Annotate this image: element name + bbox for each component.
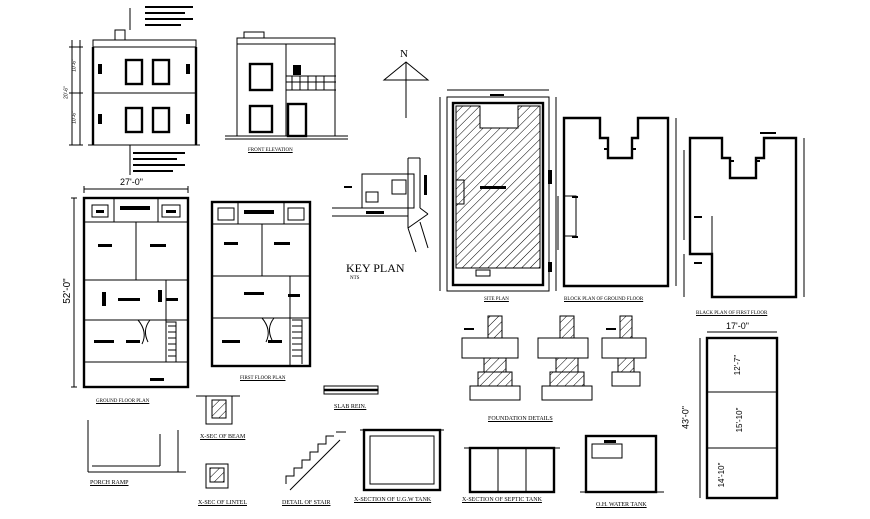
plot-width-dimension: 27'-0" bbox=[120, 177, 143, 187]
beam-section bbox=[196, 395, 240, 425]
ugw-tank-caption: X-SECTION OF U.G.W TANK bbox=[354, 497, 432, 503]
porch-ramp-caption: PORCH RAMP bbox=[90, 480, 129, 486]
block-plan-first-floor bbox=[683, 132, 805, 299]
ugw-tank-section bbox=[360, 428, 444, 492]
slab-reinforcement bbox=[323, 385, 379, 395]
stair-detail-caption: DETAIL OF STAIR bbox=[282, 500, 331, 506]
foundation-details bbox=[461, 315, 647, 401]
ground-floor-plan bbox=[71, 186, 190, 389]
septic-tank-section bbox=[464, 446, 560, 494]
site-plan-caption: SITE PLAN bbox=[484, 297, 509, 302]
beam-section-caption: X-SEC OF BEAM bbox=[200, 434, 246, 440]
slab-rein-caption: SLAB REIN. bbox=[334, 404, 367, 410]
tank-depth-dimension: 43'-0" bbox=[680, 406, 691, 429]
site-plan bbox=[439, 89, 557, 292]
elevation-upper-dimension: 10'-6" bbox=[71, 59, 78, 72]
lintel-section-caption: X-SEC OF LINTEL bbox=[198, 500, 247, 506]
north-arrow bbox=[382, 61, 430, 118]
front-elevation-caption: FRONT ELEVATION bbox=[248, 148, 293, 153]
partition-top-dimension: 12'-7" bbox=[733, 354, 742, 376]
partition-bottom-dimension: 14'-10" bbox=[717, 462, 726, 488]
plot-depth-dimension: 52'-0" bbox=[62, 278, 73, 304]
key-plan-scale: NTS bbox=[350, 276, 360, 281]
porch-ramp bbox=[87, 420, 186, 473]
foundation-details-caption: FOUNDATION DETAILS bbox=[488, 416, 553, 422]
elevation-total-dimension: 20'-6" bbox=[63, 86, 70, 99]
block-plan-first-caption: BLACK PLAN OF FIRST FLOOR bbox=[696, 311, 768, 316]
oh-water-tank-section bbox=[580, 434, 664, 494]
partition-mid-dimension: 15'-10" bbox=[735, 407, 744, 433]
front-elevation bbox=[225, 31, 348, 140]
key-plan-title: KEY PLAN bbox=[346, 261, 405, 275]
first-floor-plan bbox=[210, 200, 312, 368]
first-floor-plan-caption: FIRST FLOOR PLAN bbox=[240, 376, 286, 381]
key-plan-drawing bbox=[332, 157, 429, 253]
side-elevation bbox=[69, 6, 200, 175]
lintel-section bbox=[205, 463, 229, 489]
elevation-lower-dimension: 10'-6" bbox=[71, 111, 78, 124]
tank-width-dimension: 17'-0" bbox=[726, 321, 749, 331]
stair-detail bbox=[285, 431, 346, 491]
ground-floor-plan-caption: GROUND FLOOR PLAN bbox=[96, 399, 150, 404]
block-plan-ground-floor bbox=[557, 116, 677, 288]
septic-tank-caption: X-SECTION OF SEPTIC TANK bbox=[462, 497, 542, 503]
block-plan-ground-caption: BLOCK PLAN OF GROUND FLOOR bbox=[564, 297, 644, 302]
oh-water-tank-caption: O.H. WATER TANK bbox=[596, 502, 647, 508]
overhead-tank-plan bbox=[699, 331, 779, 500]
north-label: N bbox=[400, 48, 408, 60]
